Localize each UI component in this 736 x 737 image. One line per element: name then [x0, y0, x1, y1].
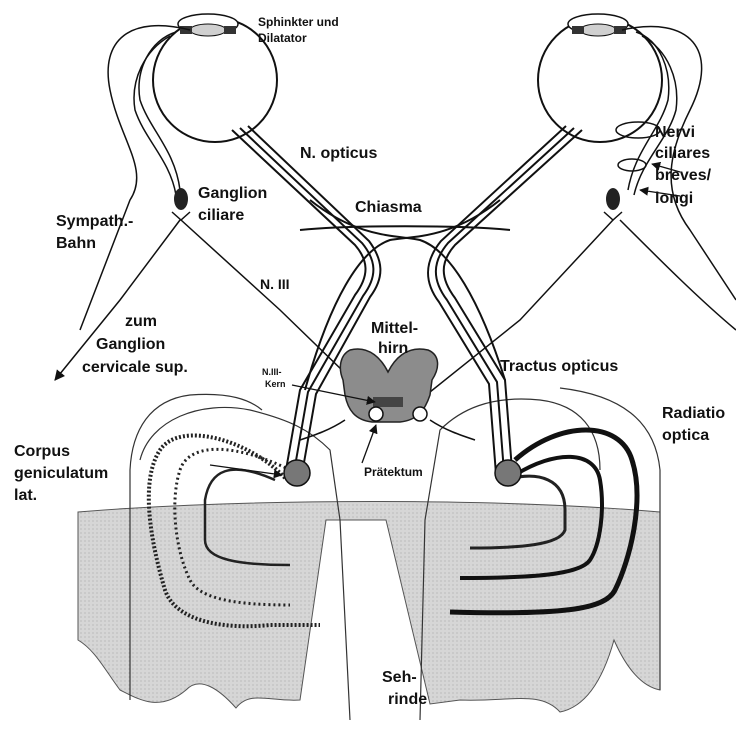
right-n-opticus: [428, 126, 582, 474]
label-radiatio-1: Radiatio: [662, 405, 725, 422]
midbrain-lower-contour: [300, 420, 475, 440]
label-corpus-1: Corpus: [14, 443, 70, 460]
label-tractus-opticus: Tractus opticus: [500, 358, 618, 375]
ganglion-ciliare-right: [606, 188, 620, 210]
label-n-iii-kern-2: Kern: [265, 379, 286, 389]
label-chiasma: Chiasma: [355, 199, 422, 216]
label-sympath-2: Bahn: [56, 235, 96, 252]
praetektum-nucleus-right: [413, 407, 427, 421]
left-ganglion-synapse: [172, 212, 190, 220]
label-sehrinde-2: rinde: [388, 691, 427, 708]
label-nervi-2: ciliares: [655, 145, 710, 162]
label-zum-2: Ganglion: [96, 336, 165, 353]
corpus-geniculatum-left: [284, 460, 310, 486]
label-n-iii: N. III: [260, 276, 290, 292]
label-ganglion-ciliare-1: Ganglion: [198, 185, 267, 202]
label-zum-3: cervicale sup.: [82, 359, 188, 376]
praetektum-nucleus-left: [369, 407, 383, 421]
label-n-iii-kern-1: N.III-: [262, 367, 282, 377]
label-sphinkter-2: Dilatator: [258, 31, 307, 45]
ganglion-ciliare-left: [174, 188, 188, 210]
left-n-opticus: [232, 126, 380, 474]
label-praetektum: Prätektum: [364, 465, 423, 479]
praetektum-pointer: [362, 425, 376, 463]
label-nervi-3: breves/: [655, 167, 712, 184]
corpus-geniculatum-right: [495, 460, 521, 486]
label-sehrinde-1: Seh-: [382, 669, 417, 686]
right-sympath-branch: [620, 220, 736, 330]
label-corpus-3: lat.: [14, 487, 37, 504]
label-zum-1: zum: [125, 313, 157, 330]
right-ganglion-synapse: [604, 212, 622, 220]
label-n-opticus: N. opticus: [300, 145, 377, 162]
label-mittelhirn-2: hirn: [378, 340, 408, 357]
label-corpus-2: geniculatum: [14, 465, 108, 482]
n-iii-kern-block: [373, 397, 403, 407]
label-nervi-4: longi: [655, 190, 693, 207]
nervi-ciliares-marker-lower: [618, 159, 646, 171]
label-ganglion-ciliare-2: ciliare: [198, 207, 244, 224]
label-mittelhirn-1: Mittel-: [371, 320, 418, 337]
label-sphinkter-1: Sphinkter und: [258, 15, 339, 29]
label-radiatio-2: optica: [662, 427, 709, 444]
label-nervi-1: Nervi: [655, 124, 695, 141]
label-sympath-1: Sympath.-: [56, 213, 133, 230]
